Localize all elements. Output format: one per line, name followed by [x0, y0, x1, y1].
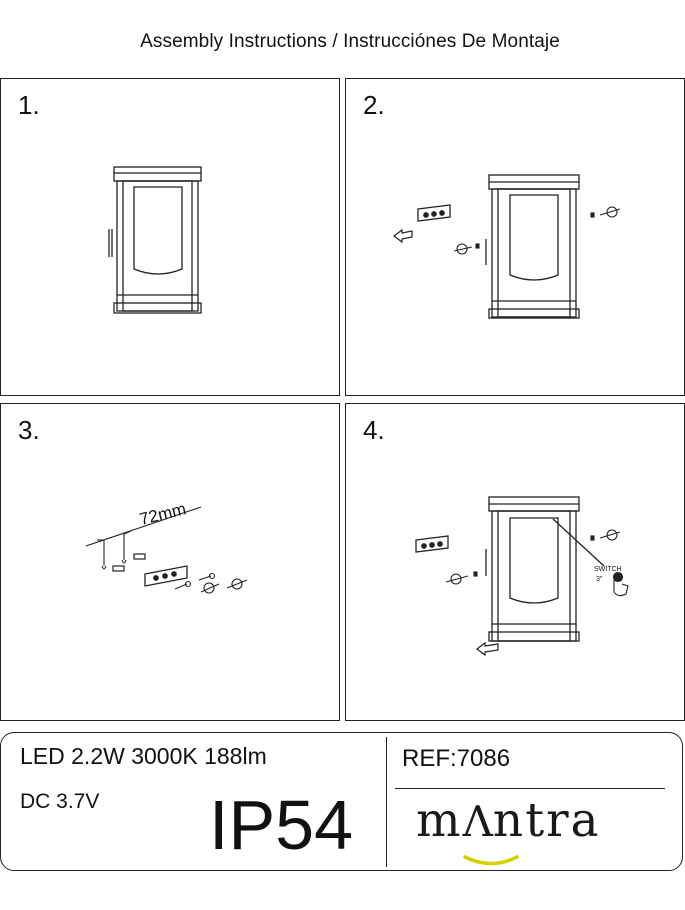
switch-label: SWITCH — [594, 566, 622, 573]
step-2-number: 2. — [363, 90, 385, 120]
led-spec: LED 2.2W 3000K 188lm — [20, 743, 267, 769]
screwdriver-icon — [590, 529, 621, 541]
mounting-bracket-icon — [144, 565, 188, 587]
arrow-left-icon — [393, 228, 413, 244]
lantern-switch-illustration: SWITCH 3" — [415, 496, 629, 657]
specification-box: LED 2.2W 3000K 188lm DC 3.7V IP54 REF:70… — [0, 732, 683, 871]
screw-icon — [174, 572, 216, 590]
spec-divider — [386, 737, 387, 867]
reference-number: REF:7086 — [402, 745, 511, 772]
dimension-label: 72mm — [137, 499, 187, 529]
mounting-bracket-icon — [415, 535, 449, 553]
page-title: Assembly Instructions / Instrucciónes De… — [140, 31, 560, 52]
screwdriver-icon — [590, 206, 621, 218]
step-4-number: 4. — [363, 415, 385, 445]
logo-smile-icon — [463, 855, 519, 866]
hand-press-icon — [612, 571, 629, 597]
reference-rule — [395, 788, 665, 789]
step-4-panel: 4. SWITCH 3" — [345, 403, 685, 721]
arrow-left-icon — [476, 641, 499, 657]
step-2-panel: 2. — [345, 78, 685, 396]
screwdriver-icon — [445, 571, 478, 585]
step-1-number: 1. — [18, 90, 40, 120]
wall-plug-icon — [112, 553, 146, 572]
step-3-panel: 3. 72mm — [0, 403, 340, 721]
step-1-panel: 1. — [0, 78, 340, 396]
screwdriver-icon — [453, 243, 480, 255]
logo-text-start: m — [416, 793, 463, 848]
mounting-bracket-icon — [417, 204, 451, 222]
screwdriver-icon — [200, 578, 248, 594]
voltage-spec: DC 3.7V — [20, 790, 100, 813]
lantern-mount-illustration — [393, 174, 621, 319]
ip-rating: IP54 — [209, 786, 353, 864]
logo-caret: Λ — [462, 797, 493, 846]
step-3-number: 3. — [18, 415, 40, 445]
logo-text-end: ntra — [492, 793, 601, 848]
drilling-illustration: 72mm — [85, 499, 248, 594]
lantern-illustration — [108, 166, 202, 314]
switch-hold-label: 3" — [596, 576, 603, 583]
brand-logo: mΛntra — [416, 791, 601, 852]
